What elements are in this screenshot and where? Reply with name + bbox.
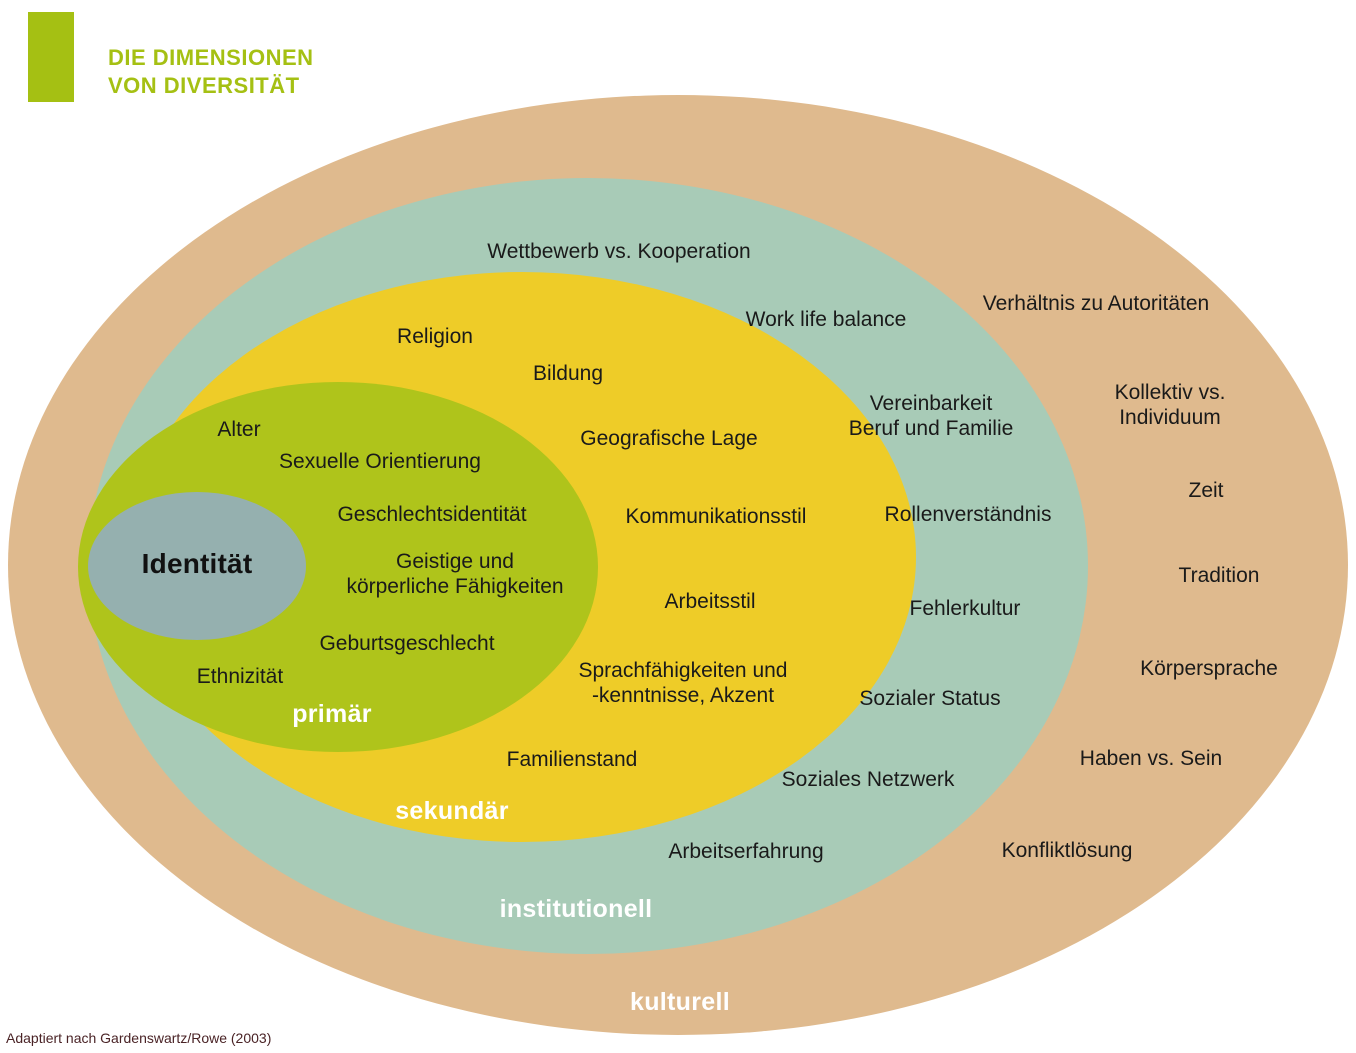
label-sexuelle-orientierung: Sexuelle Orientierung bbox=[279, 450, 481, 473]
ring-name-sekundaer: sekundär bbox=[395, 797, 509, 825]
accent-bar bbox=[28, 12, 74, 102]
label-sprachfaehigkeiten: Sprachfähigkeiten und -kenntnisse, Akzen… bbox=[578, 659, 788, 707]
label-koerpersprache: Körpersprache bbox=[1140, 657, 1278, 680]
label-tradition: Tradition bbox=[1178, 564, 1260, 587]
label-geografische-lage: Geografische Lage bbox=[580, 427, 758, 450]
label-rollenverstaendnis: Rollenverständnis bbox=[884, 503, 1052, 526]
label-wettbewerb-kooperation: Wettbewerb vs. Kooperation bbox=[487, 240, 751, 263]
label-vereinbarkeit-beruf-familie: Vereinbarkeit Beruf und Familie bbox=[848, 392, 1014, 440]
label-kommunikationsstil: Kommunikationsstil bbox=[625, 505, 807, 528]
label-familienstand: Familienstand bbox=[506, 748, 638, 771]
page-title-line-1: DIE DIMENSIONEN bbox=[108, 45, 314, 70]
label-konfliktloesung: Konfliktlösung bbox=[1001, 839, 1133, 862]
label-soziales-netzwerk: Soziales Netzwerk bbox=[781, 768, 955, 791]
label-verhaeltnis-zu-autoritaeten: Verhältnis zu Autoritäten bbox=[982, 292, 1210, 315]
header: DIE DIMENSIONEN VON DIVERSITÄT bbox=[0, 0, 420, 110]
source-attribution: Adaptiert nach Gardenswartz/Rowe (2003) bbox=[6, 1030, 272, 1046]
label-haben-vs-sein: Haben vs. Sein bbox=[1079, 747, 1223, 770]
label-geschlechtsidentitaet: Geschlechtsidentität bbox=[337, 503, 527, 526]
label-identitaet: Identität bbox=[141, 548, 253, 579]
label-zeit: Zeit bbox=[1188, 479, 1224, 502]
ring-name-primaer: primär bbox=[292, 700, 372, 728]
page-title-line-2: VON DIVERSITÄT bbox=[108, 73, 300, 99]
ring-identity bbox=[88, 492, 306, 640]
label-arbeitserfahrung: Arbeitserfahrung bbox=[668, 840, 824, 863]
label-fehlerkultur: Fehlerkultur bbox=[909, 597, 1021, 620]
label-work-life-balance: Work life balance bbox=[745, 308, 907, 331]
label-geburtsgeschlecht: Geburtsgeschlecht bbox=[319, 632, 495, 655]
label-geistige-koerperliche-faehigkeiten: Geistige und körperliche Fähigkeiten bbox=[346, 550, 564, 598]
label-kollektiv-individuum: Kollektiv vs. Individuum bbox=[1114, 381, 1226, 429]
label-alter: Alter bbox=[217, 418, 261, 441]
page-title: DIE DIMENSIONEN VON DIVERSITÄT bbox=[108, 44, 314, 100]
label-bildung: Bildung bbox=[532, 362, 604, 385]
ring-name-kulturell: kulturell bbox=[630, 988, 730, 1016]
label-sozialer-status: Sozialer Status bbox=[859, 687, 1001, 710]
label-ethnizitaet: Ethnizität bbox=[196, 665, 284, 688]
ring-name-institutionell: institutionell bbox=[499, 895, 653, 923]
label-arbeitsstil: Arbeitsstil bbox=[664, 590, 756, 613]
label-religion: Religion bbox=[397, 325, 473, 348]
